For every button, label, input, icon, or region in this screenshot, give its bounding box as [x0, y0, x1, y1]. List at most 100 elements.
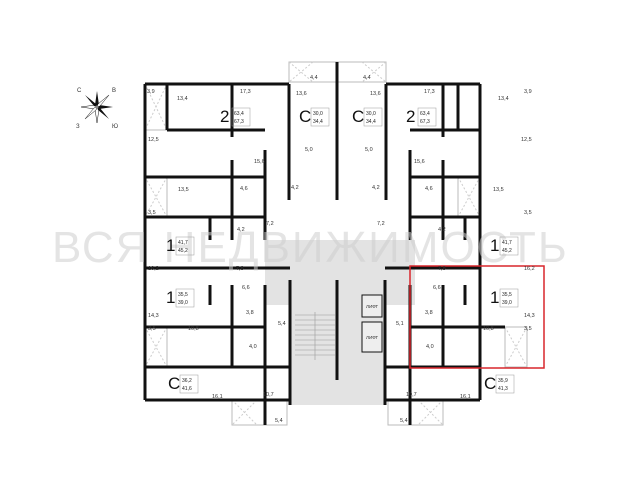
svg-text:6,6: 6,6: [433, 285, 441, 291]
svg-text:5,0: 5,0: [365, 147, 373, 153]
svg-text:13,5: 13,5: [493, 187, 504, 193]
svg-text:3,5: 3,5: [524, 326, 532, 332]
svg-text:13,6: 13,6: [370, 91, 381, 97]
svg-text:63,4: 63,4: [420, 111, 430, 117]
svg-text:4,2: 4,2: [237, 227, 245, 233]
svg-text:4,2: 4,2: [438, 227, 446, 233]
svg-text:1: 1: [166, 236, 175, 255]
svg-text:30,0: 30,0: [366, 111, 376, 117]
svg-text:45,2: 45,2: [178, 248, 188, 254]
svg-text:4,6: 4,6: [425, 186, 433, 192]
svg-text:14,3: 14,3: [148, 313, 159, 319]
svg-text:39,0: 39,0: [178, 300, 188, 306]
svg-text:4,4: 4,4: [363, 75, 371, 81]
svg-text:16,2: 16,2: [148, 266, 159, 272]
lift-2: [361, 321, 383, 353]
svg-text:10,7: 10,7: [406, 392, 417, 398]
svg-text:С: С: [352, 107, 364, 126]
svg-text:30,0: 30,0: [313, 111, 323, 117]
svg-text:3,5: 3,5: [148, 210, 156, 216]
svg-text:34,4: 34,4: [366, 119, 376, 125]
lift-label-2: ЛИФТ: [366, 335, 378, 340]
svg-text:10,8: 10,8: [188, 326, 199, 332]
apartment-badge: 1 41,7 45,2: [166, 236, 195, 256]
lift-1: [361, 294, 383, 318]
svg-text:С: С: [299, 107, 311, 126]
svg-text:3,9: 3,9: [147, 89, 155, 95]
svg-text:36,2: 36,2: [182, 378, 192, 384]
staircase: [295, 312, 335, 360]
apartment-badge: 1 35,5 39,0: [490, 288, 519, 308]
svg-text:2: 2: [220, 107, 229, 126]
svg-text:34,4: 34,4: [313, 119, 323, 125]
svg-text:35,9: 35,9: [498, 378, 508, 384]
svg-text:12,5: 12,5: [521, 137, 532, 143]
svg-text:С: С: [484, 374, 496, 393]
svg-text:4,0: 4,0: [249, 344, 257, 350]
svg-text:4,2: 4,2: [372, 185, 380, 191]
svg-text:13,4: 13,4: [498, 96, 509, 102]
compass-north: С: [77, 88, 82, 94]
selected-apartment-highlight: [409, 265, 545, 369]
svg-text:13,5: 13,5: [178, 187, 189, 193]
svg-text:4,4: 4,4: [310, 75, 318, 81]
svg-text:15,6: 15,6: [414, 159, 425, 165]
svg-text:41,3: 41,3: [498, 386, 508, 392]
svg-text:5,4: 5,4: [275, 418, 283, 424]
svg-text:7,8: 7,8: [236, 266, 244, 272]
apartment-badge: 1 35,5 39,0: [166, 288, 195, 308]
compass-south: Ю: [112, 124, 118, 130]
svg-text:39,0: 39,0: [502, 300, 512, 306]
svg-text:5,1: 5,1: [396, 321, 404, 327]
svg-text:3,9: 3,9: [524, 89, 532, 95]
svg-text:7,2: 7,2: [377, 221, 385, 227]
svg-text:17,3: 17,3: [240, 89, 251, 95]
lift-label-1: ЛИФТ: [366, 304, 378, 309]
apartment-badge: С 36,2 41,6: [168, 374, 199, 394]
svg-text:16,1: 16,1: [460, 394, 471, 400]
svg-text:3,5: 3,5: [524, 210, 532, 216]
svg-text:16,2: 16,2: [524, 266, 535, 272]
svg-text:16,1: 16,1: [212, 394, 223, 400]
svg-text:35,5: 35,5: [178, 292, 188, 298]
svg-text:41,7: 41,7: [502, 240, 512, 246]
room-area-labels: 3,9 13,4 12,5 17,3 15,6 4,4 13,6 5,0 4,2…: [147, 75, 535, 424]
svg-text:35,5: 35,5: [502, 292, 512, 298]
watermark: ВСЯ НЕДВИЖИМОСТЬ: [52, 223, 569, 272]
compass-east: В: [112, 88, 116, 94]
svg-text:5,4: 5,4: [278, 321, 286, 327]
svg-text:45,2: 45,2: [502, 248, 512, 254]
svg-text:67,3: 67,3: [420, 119, 430, 125]
svg-text:41,7: 41,7: [178, 240, 188, 246]
apartment-badge: 1 41,7 45,2: [490, 236, 519, 256]
svg-text:63,4: 63,4: [234, 111, 244, 117]
svg-text:4,0: 4,0: [426, 344, 434, 350]
svg-text:3,8: 3,8: [425, 310, 433, 316]
svg-text:5,0: 5,0: [305, 147, 313, 153]
svg-text:67,3: 67,3: [234, 119, 244, 125]
svg-text:13,4: 13,4: [177, 96, 188, 102]
svg-text:14,3: 14,3: [524, 313, 535, 319]
apartment-badge: С 30,0 34,4: [299, 107, 330, 127]
svg-text:13,6: 13,6: [296, 91, 307, 97]
apartment-badge: 2 63,4 67,3: [406, 107, 437, 127]
svg-text:2: 2: [406, 107, 415, 126]
svg-text:3,8: 3,8: [246, 310, 254, 316]
svg-text:1: 1: [166, 288, 175, 307]
apartment-badge: С 35,9 41,3: [484, 374, 515, 394]
svg-text:4,6: 4,6: [240, 186, 248, 192]
svg-text:3,5: 3,5: [148, 326, 156, 332]
svg-text:17,3: 17,3: [424, 89, 435, 95]
svg-text:15,6: 15,6: [254, 159, 265, 165]
svg-text:1: 1: [490, 236, 499, 255]
svg-text:7,2: 7,2: [266, 221, 274, 227]
svg-text:С: С: [168, 374, 180, 393]
compass-rose-icon: С В Ю З: [76, 88, 118, 130]
svg-text:1: 1: [490, 288, 499, 307]
svg-text:5,4: 5,4: [400, 418, 408, 424]
svg-text:6,6: 6,6: [242, 285, 250, 291]
svg-text:41,6: 41,6: [182, 386, 192, 392]
apartment-badge: С 30,0 34,4: [352, 107, 383, 127]
svg-text:4,2: 4,2: [291, 185, 299, 191]
